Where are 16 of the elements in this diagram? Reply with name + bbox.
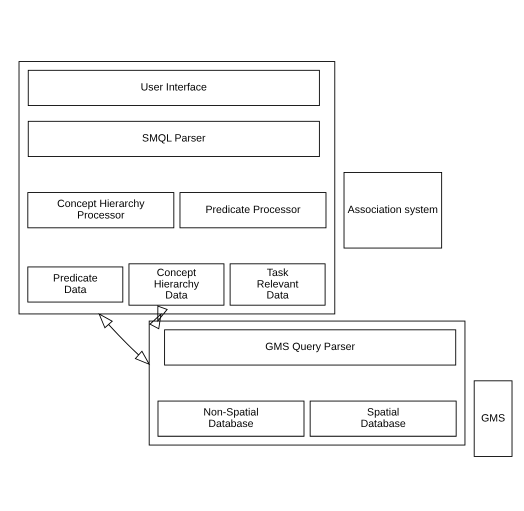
node-box: Concept Hierarchy Data [128,263,224,306]
node-box: SMQL Parser [28,120,320,157]
node-box: Concept Hierarchy Processor [27,192,174,228]
node-box: Task Relevant Data [230,263,326,306]
node-box: Spatial Database [310,400,457,437]
cluster [18,61,336,314]
node-box: User Interface [28,70,320,106]
node-box: Predicate Processor [180,192,326,228]
node-box: GMS Query Parser [164,329,456,366]
arrow [98,313,150,366]
node-box: Association system [344,172,442,248]
node-box: Predicate Data [27,266,124,303]
arrow [149,306,168,330]
cluster [148,320,466,446]
node-box: GMS [474,380,512,457]
node-box: Non-Spatial Database [158,400,304,437]
